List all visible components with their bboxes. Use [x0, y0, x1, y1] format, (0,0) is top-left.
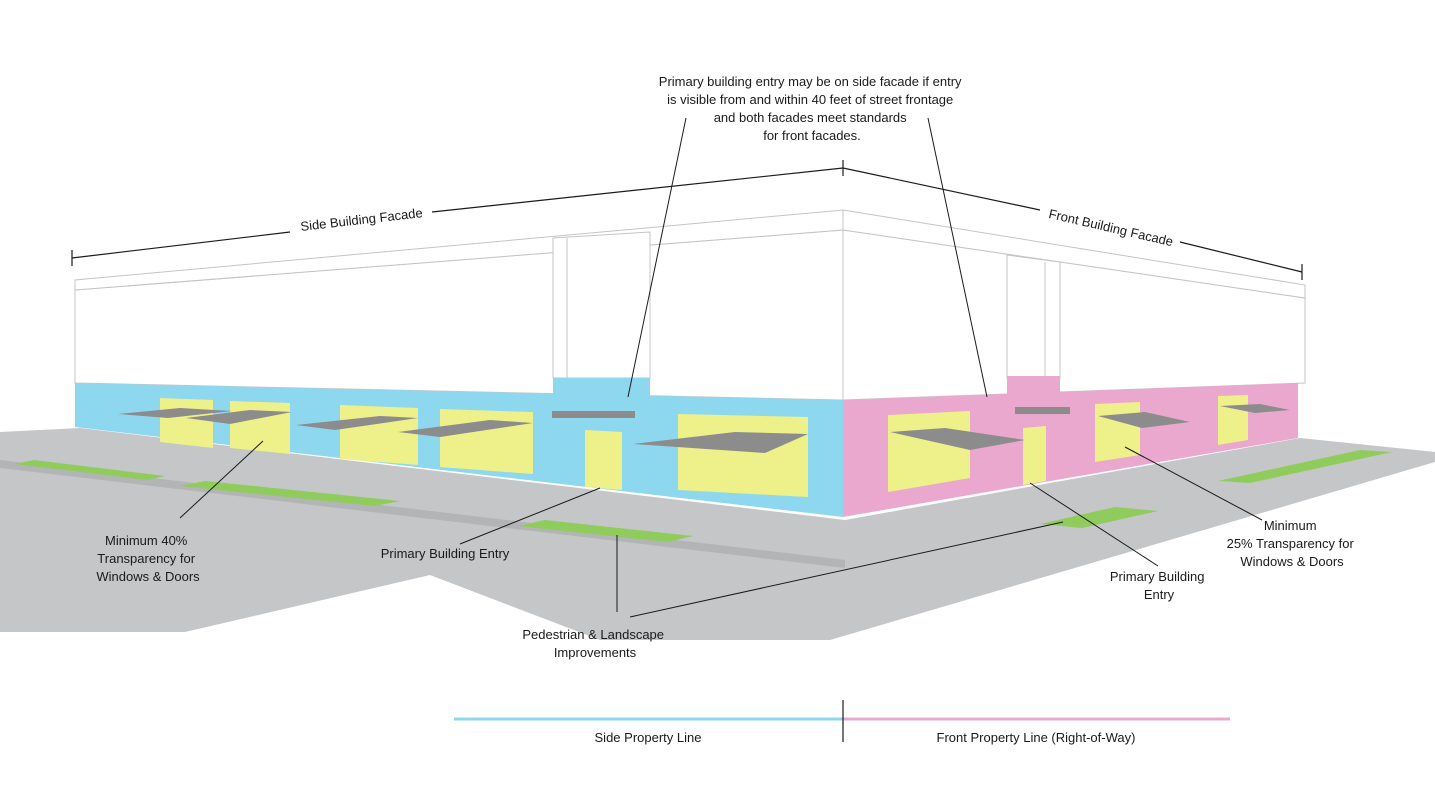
dimension-lines: [71, 160, 1303, 280]
side-property-line-label: Side Property Line: [595, 730, 702, 745]
side-facade-dimension-right: [431, 167, 844, 213]
side-entry-door: [585, 430, 622, 490]
side-entry-canopy: [552, 411, 635, 418]
front-facade-label: Front Building Facade: [1047, 206, 1174, 249]
front-facade-dimension-right: [1179, 241, 1303, 273]
side-sidewalk: [0, 428, 845, 632]
front-entry-door: [1023, 426, 1046, 485]
front-transparency-label: Minimum 25% Transparency for Windows & D…: [1227, 518, 1358, 569]
landscape-strip: [14, 460, 165, 480]
front-entry-surround: [1007, 376, 1060, 408]
side-primary-entry-label: Primary Building Entry: [381, 546, 510, 561]
window: [440, 409, 533, 474]
landscape-strips: [14, 450, 1392, 542]
front-entry-canopy: [1015, 407, 1070, 414]
side-entry-note: Primary building entry may be on side fa…: [659, 74, 965, 143]
landscape-strip: [518, 520, 693, 542]
upper-building: [74, 209, 1306, 401]
side-facade-label: Side Building Facade: [300, 205, 424, 234]
window: [1095, 402, 1140, 462]
window: [888, 411, 970, 492]
front-entry-tower: [1006, 254, 1061, 379]
front-property-line-label: Front Property Line (Right-of-Way): [937, 730, 1136, 745]
awning: [118, 408, 232, 418]
window: [230, 401, 290, 454]
landscape-strip: [1218, 450, 1392, 483]
awning: [1220, 404, 1290, 413]
leader-lines: [179, 117, 1263, 618]
landscape-strip: [1040, 507, 1158, 528]
landscape-strip: [180, 481, 400, 506]
side-entry-tower: [552, 231, 651, 379]
window: [160, 398, 213, 448]
awning: [186, 410, 292, 424]
window: [678, 414, 808, 497]
window: [1218, 395, 1248, 445]
side-transparency-label: Minimum 40% Transparency for Windows & D…: [96, 533, 200, 584]
awning: [1098, 412, 1190, 428]
side-facade-dimension-left: [71, 231, 291, 259]
window: [340, 405, 418, 465]
front-cornice: [842, 209, 1306, 299]
awning: [633, 432, 808, 453]
legend: Side Property Line Front Property Line (…: [454, 700, 1230, 745]
front-primary-entry-label: Primary Building Entry: [1110, 569, 1208, 602]
side-entry-surround: [553, 378, 650, 408]
awning: [296, 416, 418, 430]
awning: [890, 428, 1025, 450]
front-facade-dimension-left: [842, 167, 1041, 211]
awnings: [118, 404, 1290, 453]
pedestrian-landscape-label: Pedestrian & Landscape Improvements: [522, 627, 667, 660]
awning: [398, 420, 533, 437]
